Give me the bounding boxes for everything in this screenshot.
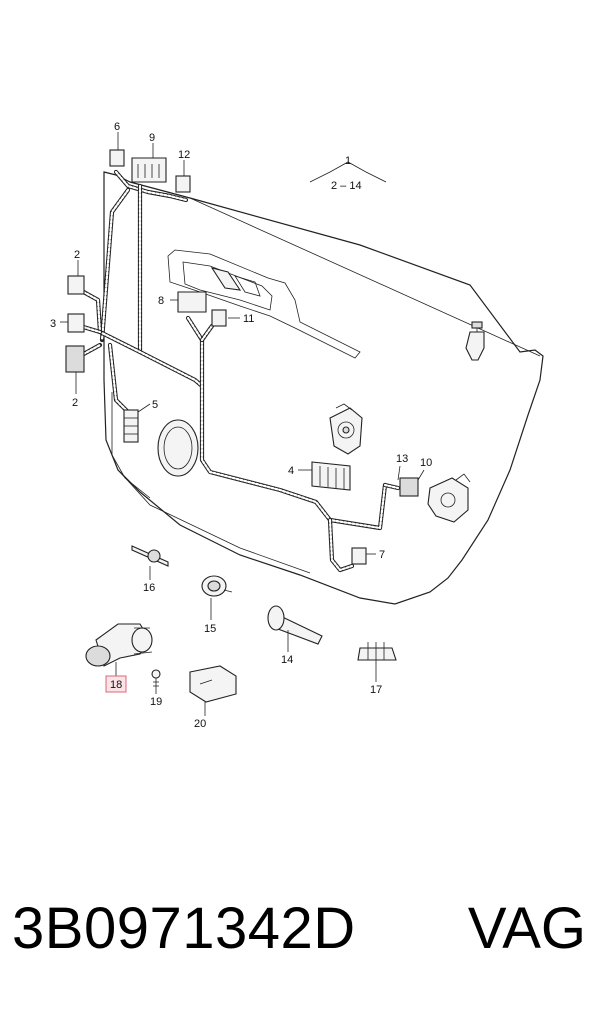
callout-19: 19 xyxy=(150,696,162,708)
part-18-hose-elbow xyxy=(85,623,153,667)
callout-2-upper: 2 xyxy=(74,249,80,261)
callout-4: 4 xyxy=(288,465,294,477)
connector-2-upper xyxy=(67,275,85,295)
callout-8: 8 xyxy=(158,295,164,307)
connector-7 xyxy=(351,547,367,565)
connector-3 xyxy=(67,313,85,333)
connectors xyxy=(65,149,419,565)
callout-13: 13 xyxy=(396,453,408,465)
connector-10 xyxy=(399,477,419,497)
part-17-bracket xyxy=(357,642,397,661)
part-19-screw xyxy=(151,669,161,690)
callout-16: 16 xyxy=(143,582,155,594)
callout-2-lower: 2 xyxy=(72,397,78,409)
connector-9 xyxy=(131,157,167,183)
part-14-grommet-cone xyxy=(267,605,323,645)
callout-labels: 6 9 12 1 2 – 14 2 3 2 5 8 11 4 13 10 7 1… xyxy=(50,121,432,730)
connector-2-lower xyxy=(65,345,85,373)
callout-18: 18 xyxy=(110,679,122,691)
callout-12: 12 xyxy=(178,149,190,161)
brand-label: VAG xyxy=(467,896,586,961)
callout-15: 15 xyxy=(204,623,216,635)
door-pin-bolt xyxy=(465,321,485,361)
callout-20: 20 xyxy=(194,718,206,730)
part-16-clip xyxy=(131,545,169,567)
connector-6 xyxy=(109,149,125,167)
callout-17: 17 xyxy=(370,684,382,696)
callout-5: 5 xyxy=(152,399,158,411)
callout-1: 1 xyxy=(345,155,351,167)
connector-12 xyxy=(175,175,191,193)
callout-14: 14 xyxy=(281,654,293,666)
connector-8 xyxy=(177,291,207,313)
connector-11 xyxy=(211,309,227,327)
callout-1-range: 2 – 14 xyxy=(331,180,362,192)
callout-6: 6 xyxy=(114,121,120,133)
part-20-cap xyxy=(189,665,237,703)
window-regulator-motor xyxy=(329,403,363,455)
callout-10: 10 xyxy=(420,457,432,469)
callout-11: 11 xyxy=(243,313,254,325)
part-number: 3B0971342D xyxy=(12,896,356,961)
door-lock xyxy=(427,473,471,523)
callout-7: 7 xyxy=(379,549,385,561)
part-15-grommet xyxy=(201,575,233,597)
callout-9: 9 xyxy=(149,132,155,144)
wiring-harness xyxy=(77,169,401,573)
callout-18-highlight xyxy=(105,675,127,693)
connector-4 xyxy=(311,461,351,491)
callout-3: 3 xyxy=(50,318,56,330)
door-panel xyxy=(103,171,544,605)
door-wiring-diagram: 6 9 12 1 2 – 14 2 3 2 5 8 11 4 13 10 7 1… xyxy=(50,121,544,730)
leader-lines xyxy=(60,132,425,716)
